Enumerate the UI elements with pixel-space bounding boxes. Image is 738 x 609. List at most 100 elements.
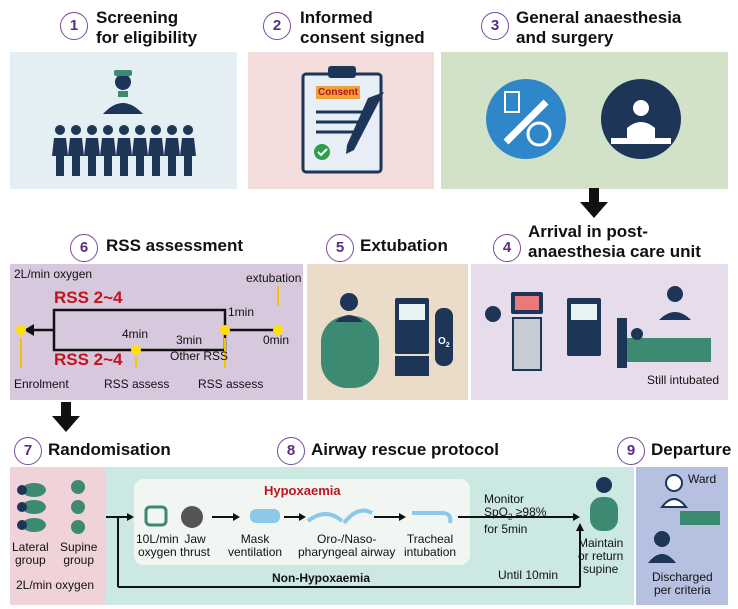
- rescue-panel: Hypoxaemia 10L/min oxygen Jaw thrust Mas…: [106, 467, 634, 605]
- rss-3min-label: 3min: [176, 333, 203, 347]
- rss-1min-label: 1min: [228, 305, 255, 319]
- person-head: [183, 125, 193, 135]
- step-2-badge: 2: [263, 12, 291, 40]
- step-7-badge: 7: [14, 437, 42, 465]
- supine-group-label: Supine group: [60, 541, 97, 567]
- extubation-panel: O2: [307, 264, 468, 400]
- person-body: [180, 138, 196, 176]
- arrow-down-icon: [52, 402, 80, 432]
- discharged-line1: Discharged: [652, 570, 713, 584]
- random-oxygen-label: 2L/min oxygen: [16, 578, 95, 592]
- oxygen-tank-label: O2: [438, 336, 452, 349]
- lateral-line2: group: [15, 553, 46, 567]
- step-5-title: Extubation: [360, 236, 448, 255]
- rescue-flow: [106, 477, 618, 588]
- oxygen-10l-line1: 10L/min: [136, 532, 179, 546]
- crowd-icon: [52, 70, 196, 176]
- rss-other-label: Other RSS: [170, 349, 229, 363]
- ward-label: Ward: [688, 472, 717, 486]
- step-6-title: RSS assessment: [106, 236, 244, 255]
- supine-line1: Supine: [60, 540, 98, 554]
- maintain-line3: supine: [582, 562, 619, 576]
- supine-line2: group: [63, 553, 95, 567]
- step-2-title: Informed consent signed: [300, 8, 425, 48]
- person-head: [167, 125, 177, 135]
- patient-groups-icon: [17, 480, 85, 534]
- person-head: [119, 125, 129, 135]
- intub-line1: Tracheal: [406, 532, 454, 546]
- step-4-title-line1: Arrival in post-: [528, 222, 648, 241]
- surgery-icons: [486, 79, 681, 159]
- spo2-threshold: ≥98%: [512, 505, 547, 519]
- consent-panel: Consent: [248, 52, 434, 189]
- until-10min-label: Until 10min: [498, 568, 559, 582]
- person-head: [87, 125, 97, 135]
- person-body: [68, 138, 84, 176]
- rss-assess-1-label: RSS assess: [104, 377, 170, 391]
- maintain-supine-label: Maintain or return supine: [578, 537, 623, 576]
- maintain-line1: Maintain: [578, 536, 624, 550]
- step-4-badge: 4: [493, 234, 521, 262]
- step-1-title-line2: for eligibility: [96, 28, 198, 47]
- person-body: [84, 138, 100, 176]
- intubation-label: Tracheal intubation: [404, 533, 456, 559]
- step-4-title: Arrival in post- anaesthesia care unit: [528, 222, 701, 262]
- step-8-badge: 8: [277, 437, 305, 465]
- o2-label: O: [438, 336, 446, 347]
- step-4-title-line2: anaesthesia care unit: [528, 242, 701, 261]
- lateral-line1: Lateral: [12, 540, 49, 554]
- intub-line2: intubation: [404, 545, 457, 559]
- rss-0min-label: 0min: [263, 333, 290, 347]
- step-1-title-line1: Screening: [96, 8, 179, 27]
- person-head: [55, 125, 65, 135]
- step-9-title: Departure: [651, 440, 732, 459]
- step-6-badge: 6: [70, 234, 98, 262]
- step-2-title-line1: Informed: [300, 8, 373, 27]
- oxygen-10l-line2: oxygen: [138, 545, 177, 559]
- jaw-thrust-label: Jaw thrust: [180, 533, 210, 559]
- step-3-title-line2: and surgery: [516, 28, 614, 47]
- rss-4min-label: 4min: [122, 327, 149, 341]
- departure-panel: Ward Discharged per criteria: [636, 467, 728, 605]
- extubation-icons: [321, 293, 453, 388]
- airway-label: Oro-/Naso- pharyngeal airway: [298, 533, 395, 559]
- hypoxaemia-label: Hypoxaemia: [264, 483, 341, 498]
- o2-sub: 2: [445, 342, 450, 349]
- arrow-down-icon: [580, 188, 608, 218]
- still-intubated-label: Still intubated: [647, 373, 720, 387]
- person-body: [52, 138, 68, 176]
- rss-timeline: [16, 286, 283, 368]
- step-9-badge: 9: [617, 437, 645, 465]
- rss-assess-2-label: RSS assess: [198, 377, 264, 391]
- step-3-title: General anaesthesia and surgery: [516, 8, 681, 48]
- rss-bottom-label: RSS 2~4: [54, 350, 123, 369]
- monitor-line3: for 5min: [484, 522, 528, 537]
- oxygen-10l-label: 10L/min oxygen: [136, 533, 179, 559]
- mask-line1: Mask: [240, 532, 270, 546]
- step-5-badge: 5: [326, 234, 354, 262]
- person-head: [151, 125, 161, 135]
- maintain-line2: or return: [578, 549, 624, 563]
- pacu-panel: Still intubated: [471, 264, 728, 400]
- rss-panel: 2L/min oxygen RSS 2~4 RSS 2~4 4min 3min …: [10, 264, 303, 400]
- discharged-line2: per criteria: [654, 583, 711, 597]
- monitor-label: Monitor SpO2 ≥98% for 5min: [484, 493, 546, 536]
- spo2-sub: 2: [508, 512, 513, 522]
- non-hypoxaemia-label: Non-Hypoxaemia: [272, 571, 371, 585]
- screening-panel: [10, 52, 237, 189]
- discharged-label: Discharged per criteria: [652, 571, 713, 597]
- rss-top-label: RSS 2~4: [54, 288, 123, 307]
- pacu-icons: [485, 286, 711, 371]
- person-body: [148, 138, 164, 176]
- rss-extubation-label: extubation: [246, 271, 302, 285]
- step-1-badge: 1: [60, 12, 88, 40]
- step-3-badge: 3: [481, 12, 509, 40]
- step-8-title: Airway rescue protocol: [311, 440, 500, 459]
- person-body: [100, 138, 116, 176]
- step-7-title: Randomisation: [48, 440, 171, 459]
- departure-icons: [648, 474, 720, 563]
- monitor-line1: Monitor: [484, 492, 525, 506]
- rss-oxygen-label: 2L/min oxygen: [14, 267, 93, 281]
- spo2-label: SpO: [484, 505, 509, 519]
- randomisation-panel: Lateral group Supine group 2L/min oxygen: [10, 467, 106, 605]
